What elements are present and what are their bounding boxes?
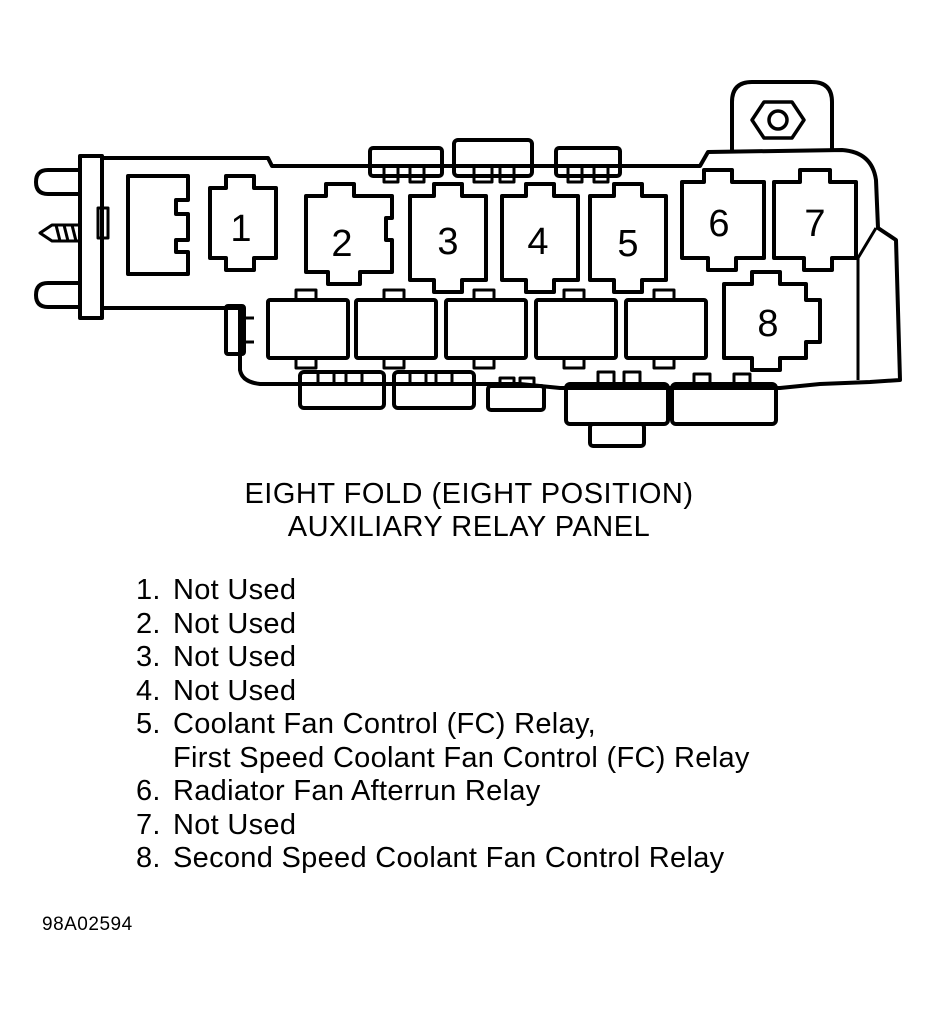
bottom-connector-1 xyxy=(298,370,386,410)
legend-item: 8.Second Speed Coolant Fan Control Relay xyxy=(136,842,725,874)
relay-position-5 xyxy=(588,182,668,294)
bracket-nut xyxy=(750,100,806,140)
relay-panel-diagram: 1 2 3 4 5 6 7 8 xyxy=(34,80,902,448)
screw xyxy=(38,223,80,243)
legend-item: 4.Not Used xyxy=(136,674,297,707)
fuse-slot-2 xyxy=(354,298,438,360)
fuse-slot-3 xyxy=(444,298,528,360)
relay-position-4 xyxy=(500,182,580,294)
panel-title-line-2: AUXILIARY RELAY PANEL xyxy=(287,511,651,543)
position-label-1: 1 xyxy=(230,208,251,250)
bottom-connector-2 xyxy=(392,370,476,410)
top-connector-3 xyxy=(554,146,622,178)
fuse-slot-1 xyxy=(266,298,350,360)
top-connector-1 xyxy=(368,146,444,178)
relay-position-8 xyxy=(722,270,822,372)
relay-position-1 xyxy=(208,174,278,272)
lower-peg xyxy=(34,281,80,309)
position-label-5: 5 xyxy=(617,223,638,265)
bracket-nut-hole xyxy=(767,109,789,131)
position-label-4: 4 xyxy=(527,221,548,263)
figure-code: 98A02594 xyxy=(42,914,133,935)
panel-title-line-1: EIGHT FOLD (EIGHT POSITION) xyxy=(244,478,694,510)
relay-position-2 xyxy=(304,182,394,286)
panel-housing xyxy=(100,148,902,390)
legend-item: 5.Coolant Fan Control (FC) Relay, xyxy=(136,708,596,740)
legend-item: 1.Not Used xyxy=(136,574,297,606)
position-label-2: 2 xyxy=(331,223,352,265)
relay-position-3 xyxy=(408,182,488,294)
legend-item-continuation: First Speed Coolant Fan Control (FC) Rel… xyxy=(173,741,750,774)
relay-position-7 xyxy=(772,168,858,272)
bottom-connector-4-tab xyxy=(588,422,646,448)
legend-item: 6.Radiator Fan Afterrun Relay xyxy=(136,775,541,807)
mounting-bracket xyxy=(730,80,834,150)
relay-position-6 xyxy=(680,168,766,272)
legend-item: 7.Not Used xyxy=(136,808,297,841)
relay-legend: 1.Not Used 2.Not Used 3.Not Used 4.Not U… xyxy=(136,574,750,876)
position-label-6: 6 xyxy=(708,203,729,245)
position-label-3: 3 xyxy=(437,221,458,263)
panel-title: EIGHT FOLD (EIGHT POSITION) AUXILIARY RE… xyxy=(0,478,938,544)
left-socket xyxy=(126,174,190,276)
position-label-7: 7 xyxy=(804,203,825,245)
position-label-8: 8 xyxy=(757,303,778,345)
side-connector xyxy=(224,304,246,356)
bottom-connector-5 xyxy=(670,382,778,426)
upper-peg xyxy=(34,168,80,196)
fuse-slot-4 xyxy=(534,298,618,360)
legend-item: 2.Not Used xyxy=(136,607,297,640)
housing-side-edge xyxy=(856,227,878,380)
bottom-connector-3 xyxy=(486,384,546,412)
legend-item: 3.Not Used xyxy=(136,641,297,673)
fuse-slot-5 xyxy=(624,298,708,360)
